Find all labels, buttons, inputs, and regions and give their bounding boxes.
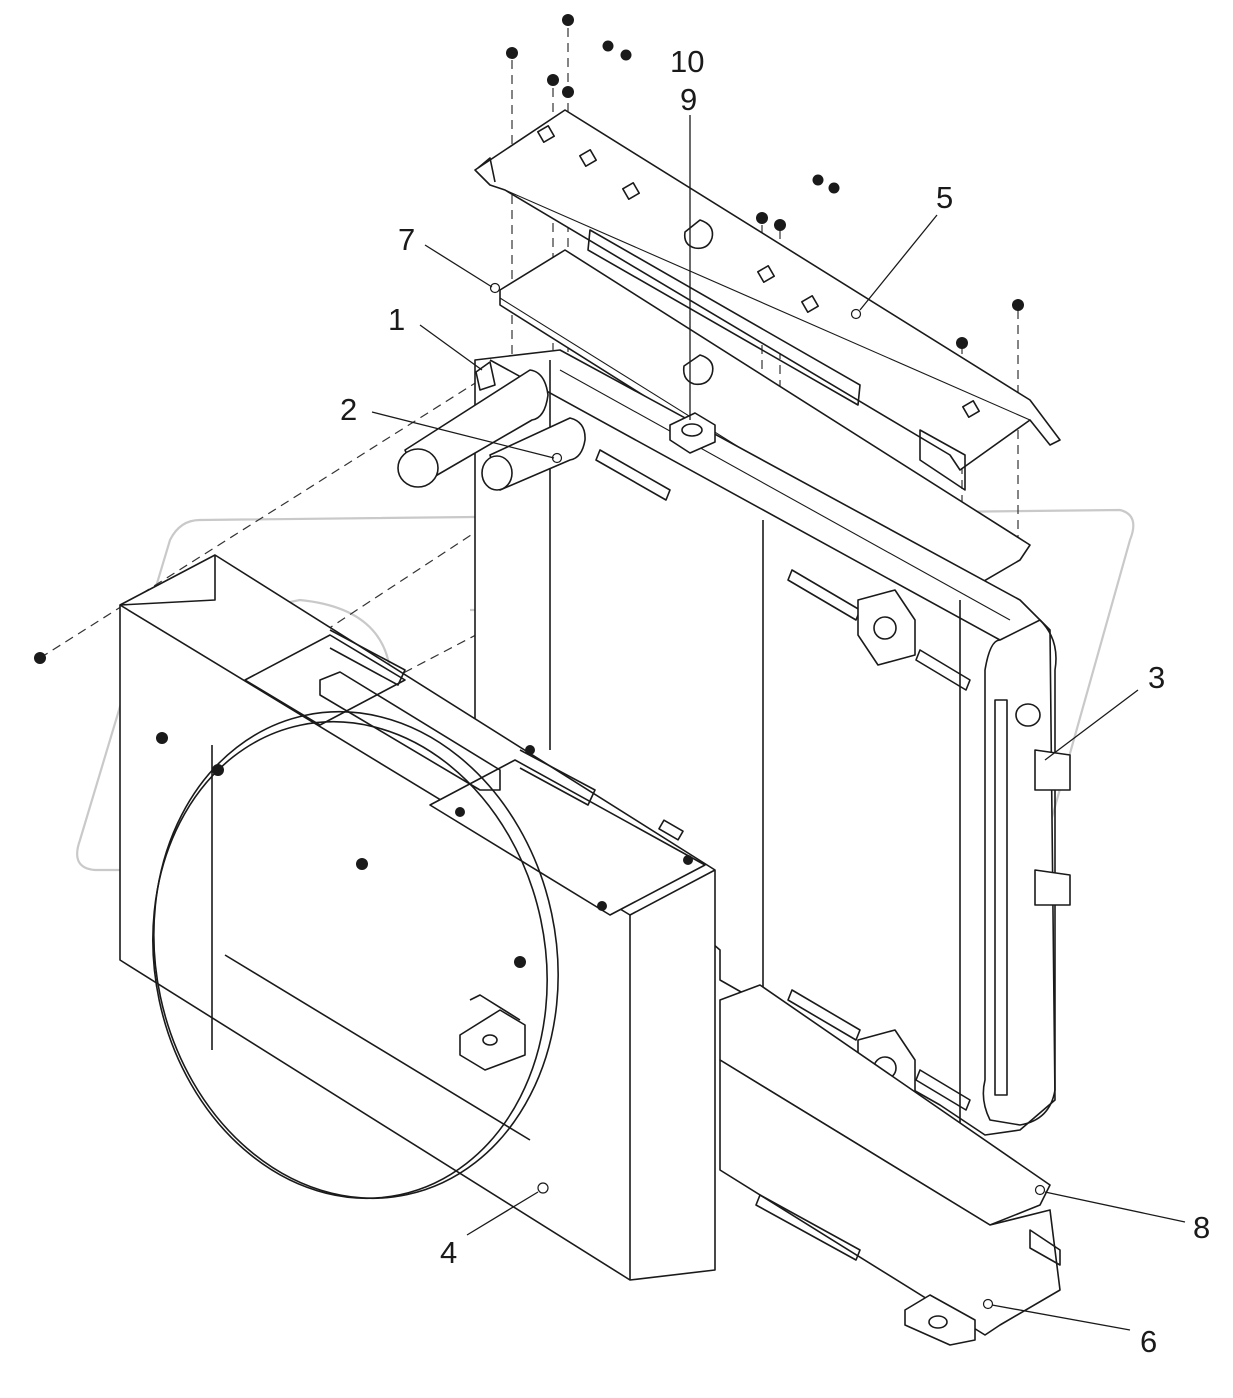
bottom-bracket-parts-6-8 — [719, 984, 1061, 1346]
callout-2: 2 — [340, 392, 357, 427]
callout-4: 4 — [440, 1235, 457, 1270]
callout-8: 8 — [1193, 1210, 1210, 1245]
callout-10: 10 — [670, 44, 704, 79]
fan-shroud-part-4 — [119, 554, 716, 1281]
callout-6: 6 — [1140, 1324, 1157, 1359]
callout-leader-lines — [371, 115, 1186, 1331]
callout-3: 3 — [1148, 660, 1165, 695]
callout-1: 1 — [388, 302, 405, 337]
fasteners — [34, 14, 1024, 968]
filler-neck-part-9 — [669, 412, 716, 454]
callout-5: 5 — [936, 180, 953, 215]
callout-9: 9 — [680, 82, 697, 117]
callout-labels: 1 2 3 4 5 6 7 8 9 10 — [340, 44, 1210, 1359]
top-bracket-part-5 — [474, 109, 1061, 491]
callout-7: 7 — [398, 222, 415, 257]
